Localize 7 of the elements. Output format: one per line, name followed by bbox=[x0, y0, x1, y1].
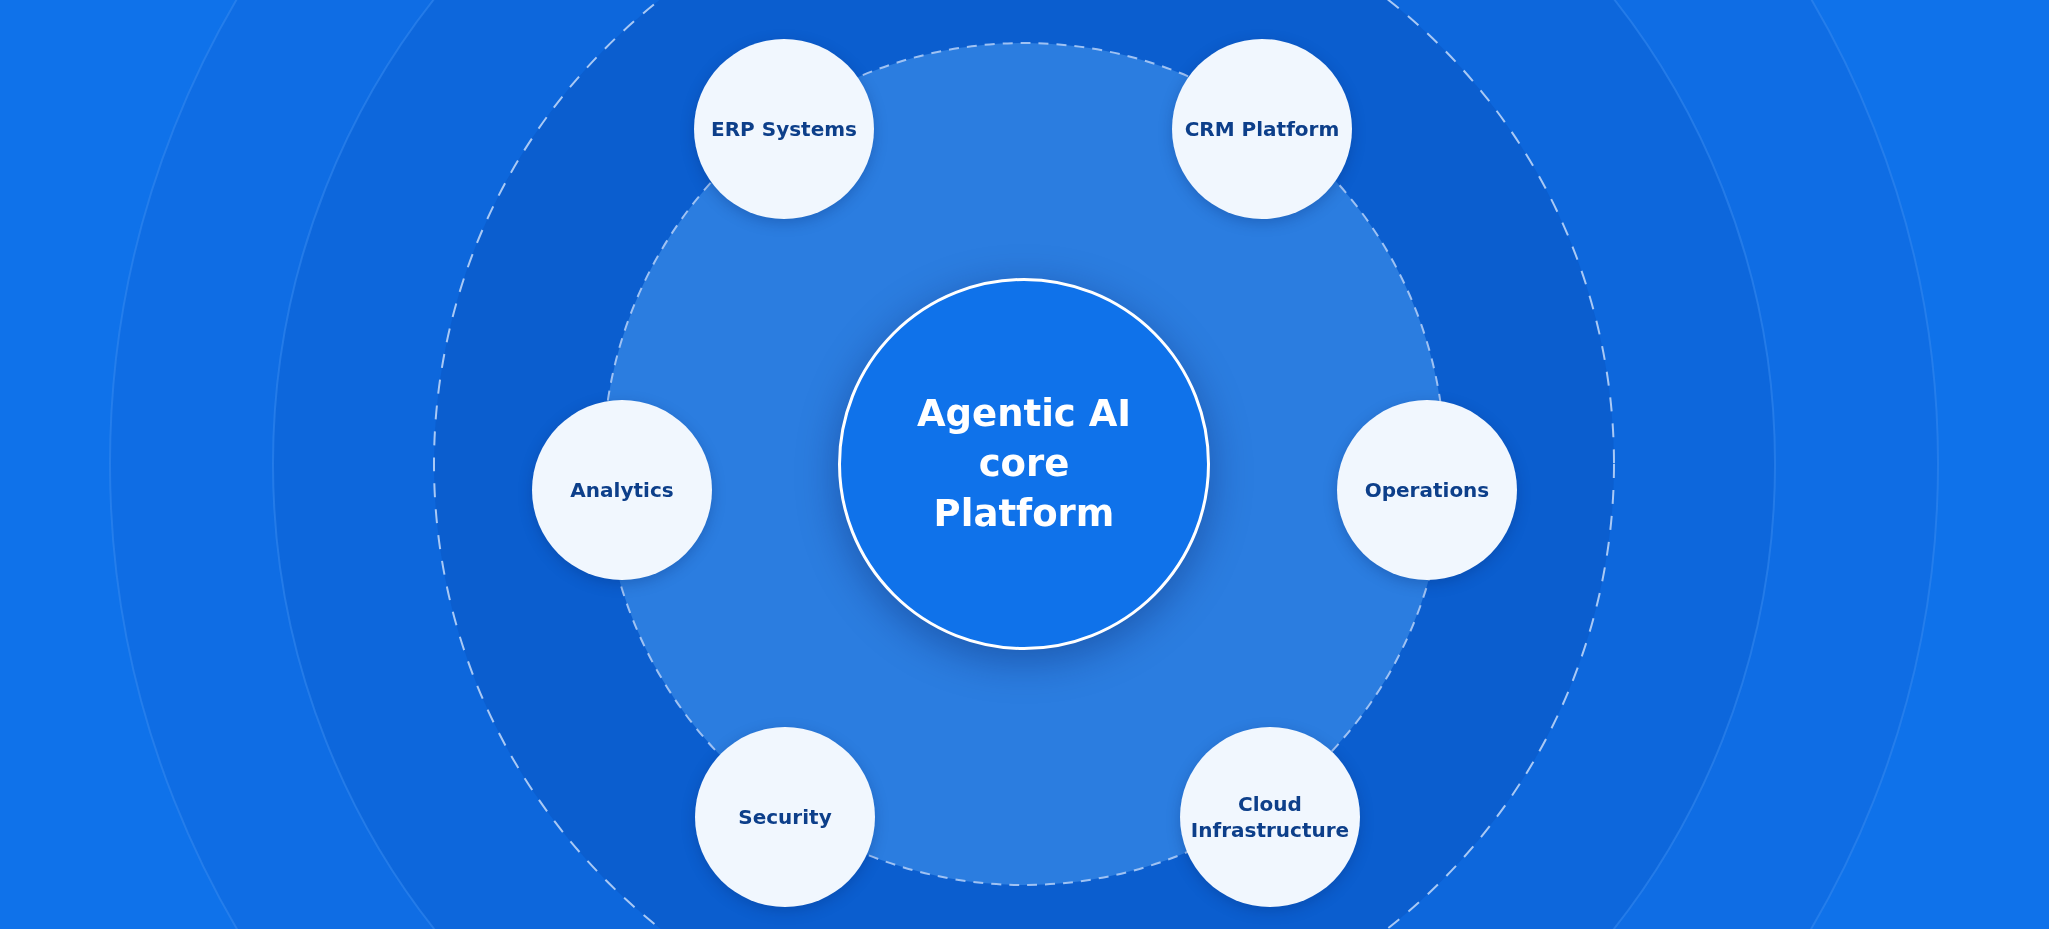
module-label: Security bbox=[737, 804, 833, 830]
module-label: Analytics bbox=[569, 477, 675, 503]
core-title: Agentic AI core Platform bbox=[915, 391, 1133, 537]
module-label: ERP Systems bbox=[710, 116, 858, 142]
module-label: Operations bbox=[1363, 477, 1491, 503]
module-label: CRM Platform bbox=[1183, 116, 1341, 142]
module-label: Cloud Infrastructure bbox=[1189, 791, 1351, 843]
